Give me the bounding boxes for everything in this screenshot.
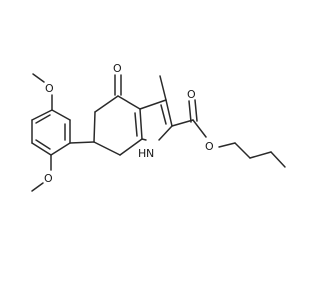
methoxy-bottom-oxygen-label: O: [44, 172, 53, 185]
molecule-drawing: O O O O O N H: [31, 62, 286, 192]
methoxy-bottom-bond: [31, 182, 44, 192]
methoxy-top-oxygen-label: O: [45, 82, 54, 95]
pyrrole-bond: [165, 99, 173, 127]
bond-layer: [31, 73, 286, 192]
ester-double-bond: [188, 100, 192, 123]
pyrrole-bond: [139, 99, 167, 110]
pentyl-bond: [270, 151, 286, 168]
cyclohexanone-bond: [93, 111, 96, 143]
ester-carbon-bond: [171, 119, 194, 127]
ester-carbonyl-oxygen-label: O: [187, 88, 196, 101]
ester-ether-oxygen-label: O: [205, 140, 214, 153]
pyrrole-double-bond: [160, 104, 167, 125]
pyrrole-bond: [141, 138, 147, 141]
ring-nitrogen-label: N: [146, 147, 154, 160]
ester-double-bond: [194, 99, 198, 122]
pentyl-bond: [249, 151, 272, 159]
pentyl-bond: [234, 142, 251, 159]
aryl-ring-bond: [31, 109, 53, 121]
cyclohexanone-bond: [93, 141, 121, 156]
fused-double-bond: [134, 112, 138, 137]
aryl-link-bond: [69, 141, 95, 144]
aryl-ring-double-bond: [35, 139, 51, 150]
cyclohexanone-bond: [119, 138, 143, 156]
aryl-ring-double-bond: [35, 114, 51, 124]
methoxy-top-bond: [32, 73, 45, 83]
structure-svg: O O O O O N H: [31, 62, 286, 192]
aryl-ring-bond: [31, 142, 52, 156]
ketone-oxygen-label: O: [113, 62, 122, 75]
pentyl-bond: [218, 142, 236, 148]
aryl-ring-bond: [51, 109, 71, 121]
atom-label-layer: O O O O O N H: [44, 62, 214, 185]
cyclohexanone-bond: [94, 95, 119, 113]
ester-single-bond: [192, 119, 207, 138]
pyrrole-bond: [158, 125, 173, 141]
cyclohexanone-bond: [139, 108, 143, 140]
cyclohexanone-bond: [117, 95, 141, 110]
ring-nitrogen-hydrogen-label: H: [138, 147, 146, 160]
aryl-ring-bond: [50, 142, 71, 156]
methyl-bond: [159, 75, 167, 101]
